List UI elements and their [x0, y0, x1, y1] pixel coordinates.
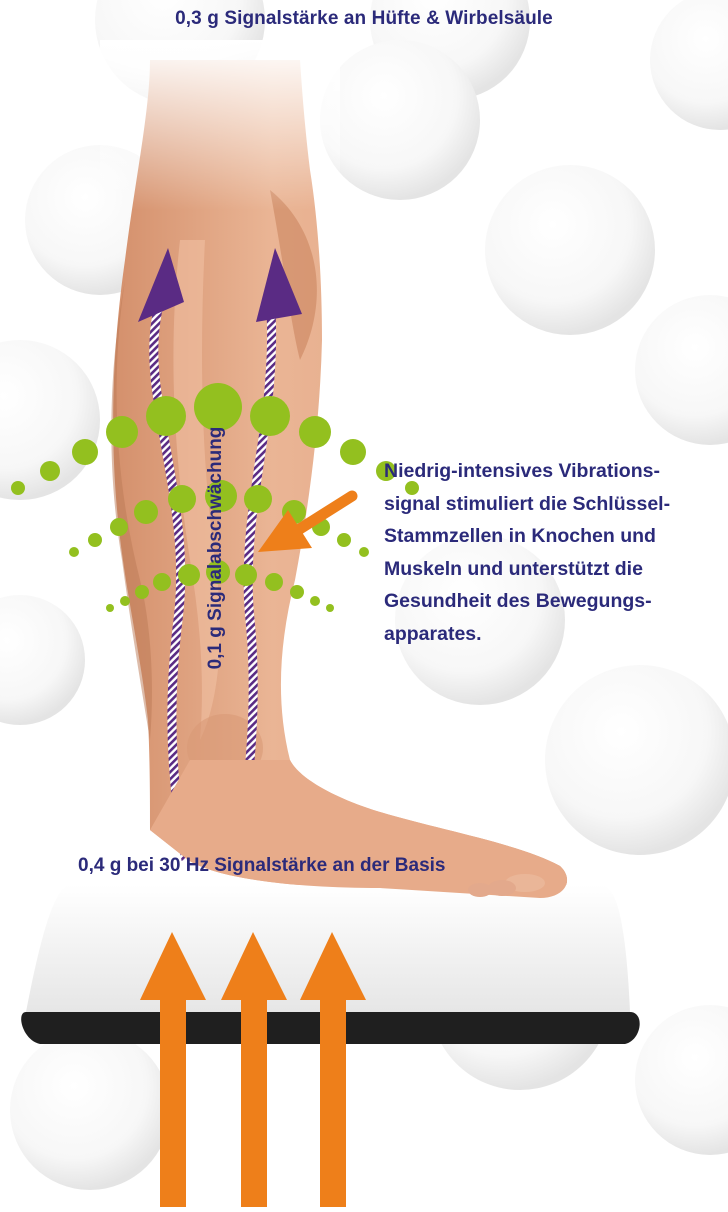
base-signal-caption: 0,4 g bei 30 Hz Signalstärke an der Basi… — [78, 855, 446, 877]
description-line: Niedrig-intensives Vibrations- — [384, 455, 724, 488]
description-text: Niedrig-intensives Vibrations- signal st… — [384, 455, 724, 650]
description-line: Gesundheit des Bewegungs- — [384, 585, 724, 618]
description-line: Stammzellen in Knochen und — [384, 520, 724, 553]
platform-arrows-up — [140, 932, 366, 1207]
top-signal-caption: 0,3 g Signalstärke an Hüfte & Wirbelsäul… — [0, 8, 728, 30]
signal-attenuation-caption: 0,1 g Signalabschwächung — [205, 427, 227, 670]
description-line: apparates. — [384, 618, 724, 651]
description-line: Muskeln und unterstützt die — [384, 553, 724, 586]
description-line: signal stimuliert die Schlüssel- — [384, 488, 724, 521]
foot-overlay — [150, 760, 567, 898]
